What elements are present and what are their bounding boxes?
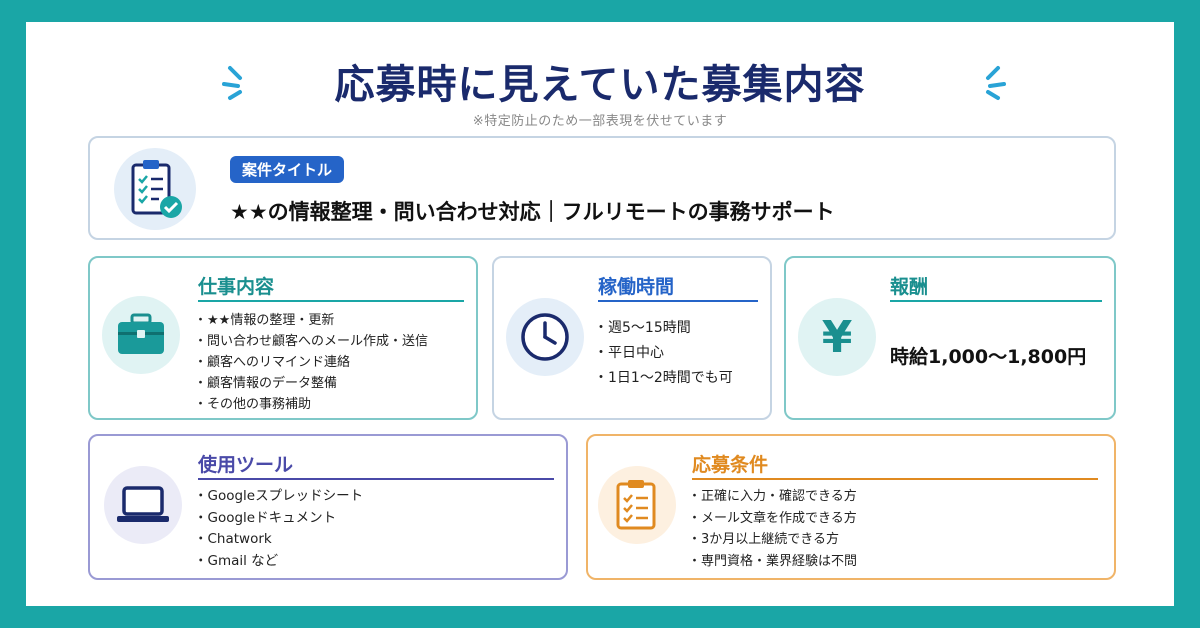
laptop-icon	[104, 466, 182, 544]
work-content-card: 仕事内容 ★★情報の整理・更新 問い合わせ顧客へのメール作成・送信 顧客へのリマ…	[88, 256, 478, 420]
list-item: 専門資格・業界経験は不問	[688, 551, 857, 573]
work-content-underline	[198, 300, 464, 302]
requirements-card: 応募条件 正確に入力・確認できる方 メール文章を作成できる方 3か月以上継続でき…	[586, 434, 1116, 580]
list-item: Googleスプレッドシート	[194, 486, 364, 508]
list-item: 問い合わせ顧客へのメール作成・送信	[194, 331, 428, 352]
work-content-list: ★★情報の整理・更新 問い合わせ顧客へのメール作成・送信 顧客へのリマインド連絡…	[194, 310, 428, 415]
clipboard-check-icon	[114, 148, 196, 230]
pay-heading: 報酬	[890, 276, 929, 298]
list-item: 3か月以上継続できる方	[688, 529, 857, 551]
list-item: Googleドキュメント	[194, 508, 363, 530]
working-hours-list: 週5〜15時間 平日中心 1日1〜2時間でも可	[594, 316, 733, 391]
working-hours-card: 稼働時間 週5〜15時間 平日中心 1日1〜2時間でも可	[492, 256, 772, 420]
content-frame: 応募時に見えていた募集内容 ※特定防止のため一部表現を伏せています 案件タイトル…	[26, 22, 1174, 606]
page-title: 応募時に見えていた募集内容	[334, 62, 866, 108]
tools-underline	[198, 478, 554, 480]
spark-right-icon	[986, 66, 1006, 100]
page-subtitle: ※特定防止のため一部表現を伏せています	[472, 114, 728, 129]
work-content-heading: 仕事内容	[198, 276, 275, 298]
list-item: 顧客へのリマインド連絡	[194, 352, 428, 373]
list-item: メール文章を作成できる方	[688, 508, 857, 530]
list-item: 週5〜15時間	[594, 316, 733, 341]
list-item: 平日中心	[594, 341, 733, 366]
job-title-card: 案件タイトル ★★の情報整理・問い合わせ対応｜フルリモートの事務サポート	[88, 136, 1116, 240]
pay-value: 時給1,000〜1,800円	[890, 346, 1087, 368]
list-item: 正確に入力・確認できる方	[688, 486, 857, 508]
list-item: ★★情報の整理・更新	[194, 310, 428, 331]
requirements-heading: 応募条件	[692, 454, 769, 476]
list-item: その他の事務補助	[194, 394, 428, 415]
requirements-underline	[692, 478, 1098, 480]
tools-heading: 使用ツール	[198, 454, 294, 476]
pay-card: ¥ 報酬 時給1,000〜1,800円	[784, 256, 1116, 420]
briefcase-icon	[102, 296, 180, 374]
job-title-text: ★★の情報整理・問い合わせ対応｜フルリモートの事務サポート	[230, 200, 835, 224]
working-hours-underline	[598, 300, 758, 302]
list-item: Chatwork	[194, 529, 363, 551]
list-item: 顧客情報のデータ整備	[194, 373, 428, 394]
tools-list: Googleスプレッドシート Googleドキュメント Chatwork Gma…	[194, 486, 364, 573]
requirements-list: 正確に入力・確認できる方 メール文章を作成できる方 3か月以上継続できる方 専門…	[688, 486, 857, 572]
tools-card: 使用ツール Googleスプレッドシート Googleドキュメント Chatwo…	[88, 434, 568, 580]
yen-icon: ¥	[798, 298, 876, 376]
list-item: Gmail など	[194, 551, 363, 573]
list-item: 1日1〜2時間でも可	[594, 366, 733, 391]
spark-left-icon	[222, 66, 242, 100]
clock-icon	[506, 298, 584, 376]
job-title-badge: 案件タイトル	[230, 156, 345, 183]
pay-underline	[890, 300, 1102, 302]
checklist-icon	[598, 466, 676, 544]
working-hours-heading: 稼働時間	[598, 276, 675, 298]
page-title-wrap: 応募時に見えていた募集内容	[26, 52, 1174, 110]
